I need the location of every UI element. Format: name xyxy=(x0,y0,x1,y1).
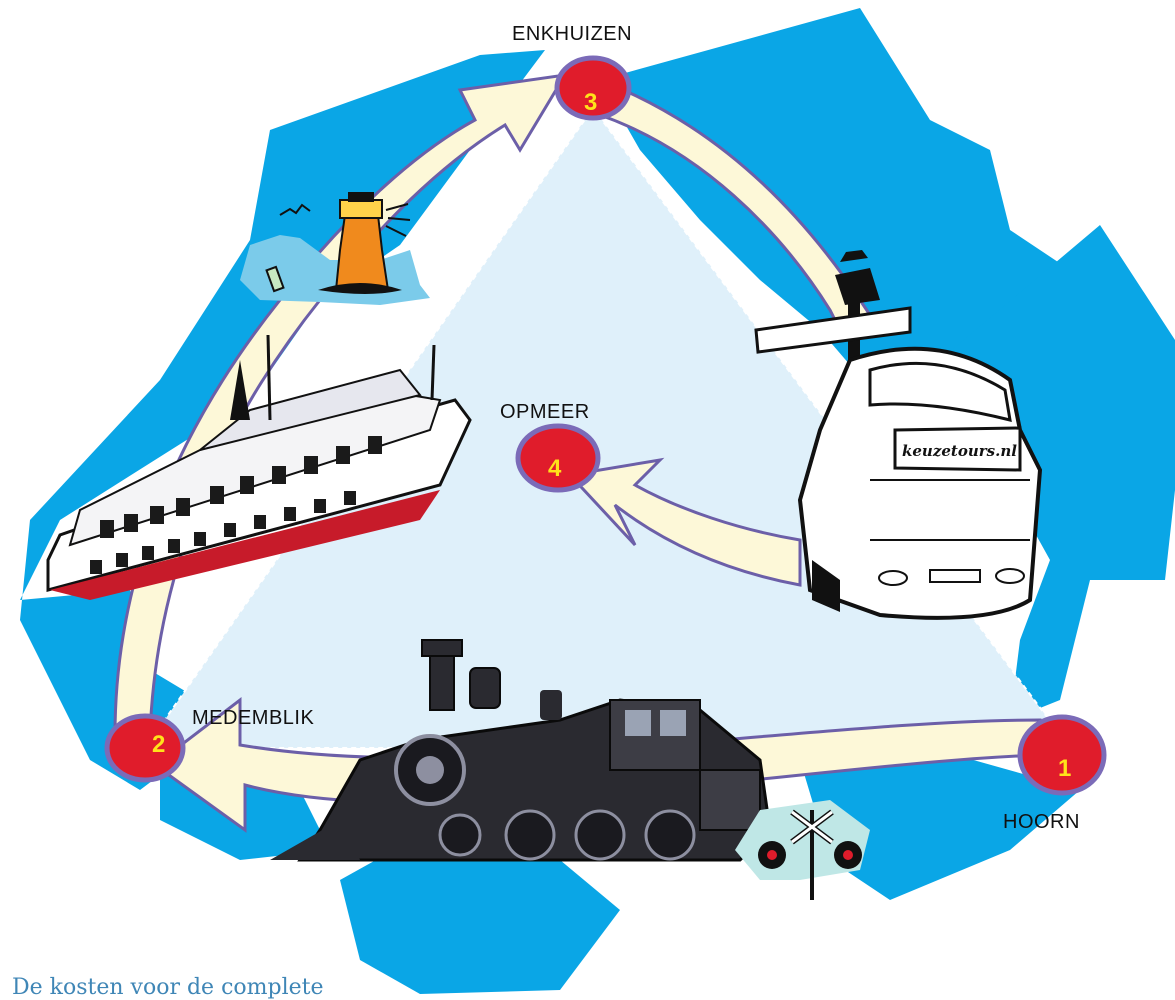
city-label-opmeer: OPMEER xyxy=(500,401,590,423)
city-label-hoorn: HOORN xyxy=(1003,811,1080,833)
bus-icon: keuzetours.nl xyxy=(797,346,1043,620)
stop-marker-1: 1 xyxy=(1017,714,1107,796)
stop-number-4: 4 xyxy=(548,455,562,482)
stop-marker-4: 4 xyxy=(515,423,601,493)
bus-destination-sign: keuzetours.nl xyxy=(902,442,1017,460)
stop-number-3: 3 xyxy=(584,89,597,116)
stop-number-1: 1 xyxy=(1058,755,1071,782)
railroad-crossing-icon xyxy=(735,800,870,900)
water-shapes xyxy=(20,8,1175,994)
stop-number-2: 2 xyxy=(152,731,165,758)
stop-marker-2: 2 xyxy=(104,713,186,783)
city-label-enkhuizen: ENKHUIZEN xyxy=(512,23,632,45)
ferry-boat-icon xyxy=(46,334,472,600)
city-label-medemblik: MEDEMBLIK xyxy=(192,707,314,729)
footer-text: De kosten voor de complete xyxy=(12,975,324,1000)
stop-marker-3: 3 xyxy=(554,55,632,121)
lighthouse-icon xyxy=(240,192,430,305)
steam-train-icon xyxy=(270,639,772,862)
